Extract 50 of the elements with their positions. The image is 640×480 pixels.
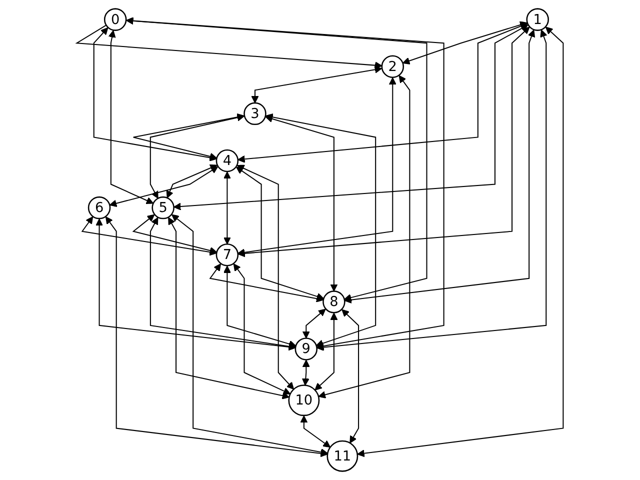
arrow <box>108 30 154 204</box>
arrow <box>126 17 444 350</box>
arrow <box>302 360 310 386</box>
arrow <box>171 214 328 456</box>
arrow <box>236 164 294 390</box>
arrow <box>173 24 528 210</box>
arrow <box>265 115 338 292</box>
arrow <box>75 24 382 70</box>
node-circle: 1 <box>526 8 549 31</box>
node-circle: 6 <box>88 196 111 220</box>
arrow <box>237 77 396 256</box>
arrow <box>314 312 338 390</box>
arrow <box>318 75 410 398</box>
node-circle: 5 <box>152 196 174 220</box>
arrow <box>168 217 290 400</box>
node-circle: 4 <box>216 149 239 172</box>
arrow <box>233 263 291 395</box>
arrow <box>251 66 382 104</box>
node-circle: 0 <box>104 8 127 31</box>
arrow <box>105 216 328 458</box>
arrow <box>109 166 218 208</box>
node-circle: 7 <box>216 243 239 266</box>
arrow <box>96 218 296 351</box>
arrow <box>357 26 564 458</box>
arrow <box>223 266 296 348</box>
arrow <box>342 309 360 444</box>
arrow <box>132 214 218 254</box>
node-circle: 9 <box>294 338 318 360</box>
arrow <box>238 22 528 163</box>
node-circle: 2 <box>381 55 404 78</box>
arrow <box>300 415 331 448</box>
arrow <box>316 30 548 351</box>
arrow <box>166 164 218 198</box>
node-circle: 10 <box>288 384 320 416</box>
arrow <box>302 308 326 339</box>
arrow <box>266 113 376 347</box>
arrow <box>236 166 324 300</box>
arrow <box>402 21 528 64</box>
arrow <box>150 114 245 199</box>
arrow <box>223 171 231 244</box>
arrow <box>344 30 536 304</box>
arrow <box>150 217 296 350</box>
arrow <box>132 113 244 160</box>
arrow <box>238 26 530 258</box>
arrow <box>81 216 217 256</box>
node-circle: 8 <box>322 290 346 314</box>
node-circle: 3 <box>244 102 266 126</box>
arrow <box>93 27 217 162</box>
arrow <box>209 263 324 302</box>
node-circle: 11 <box>326 440 358 472</box>
